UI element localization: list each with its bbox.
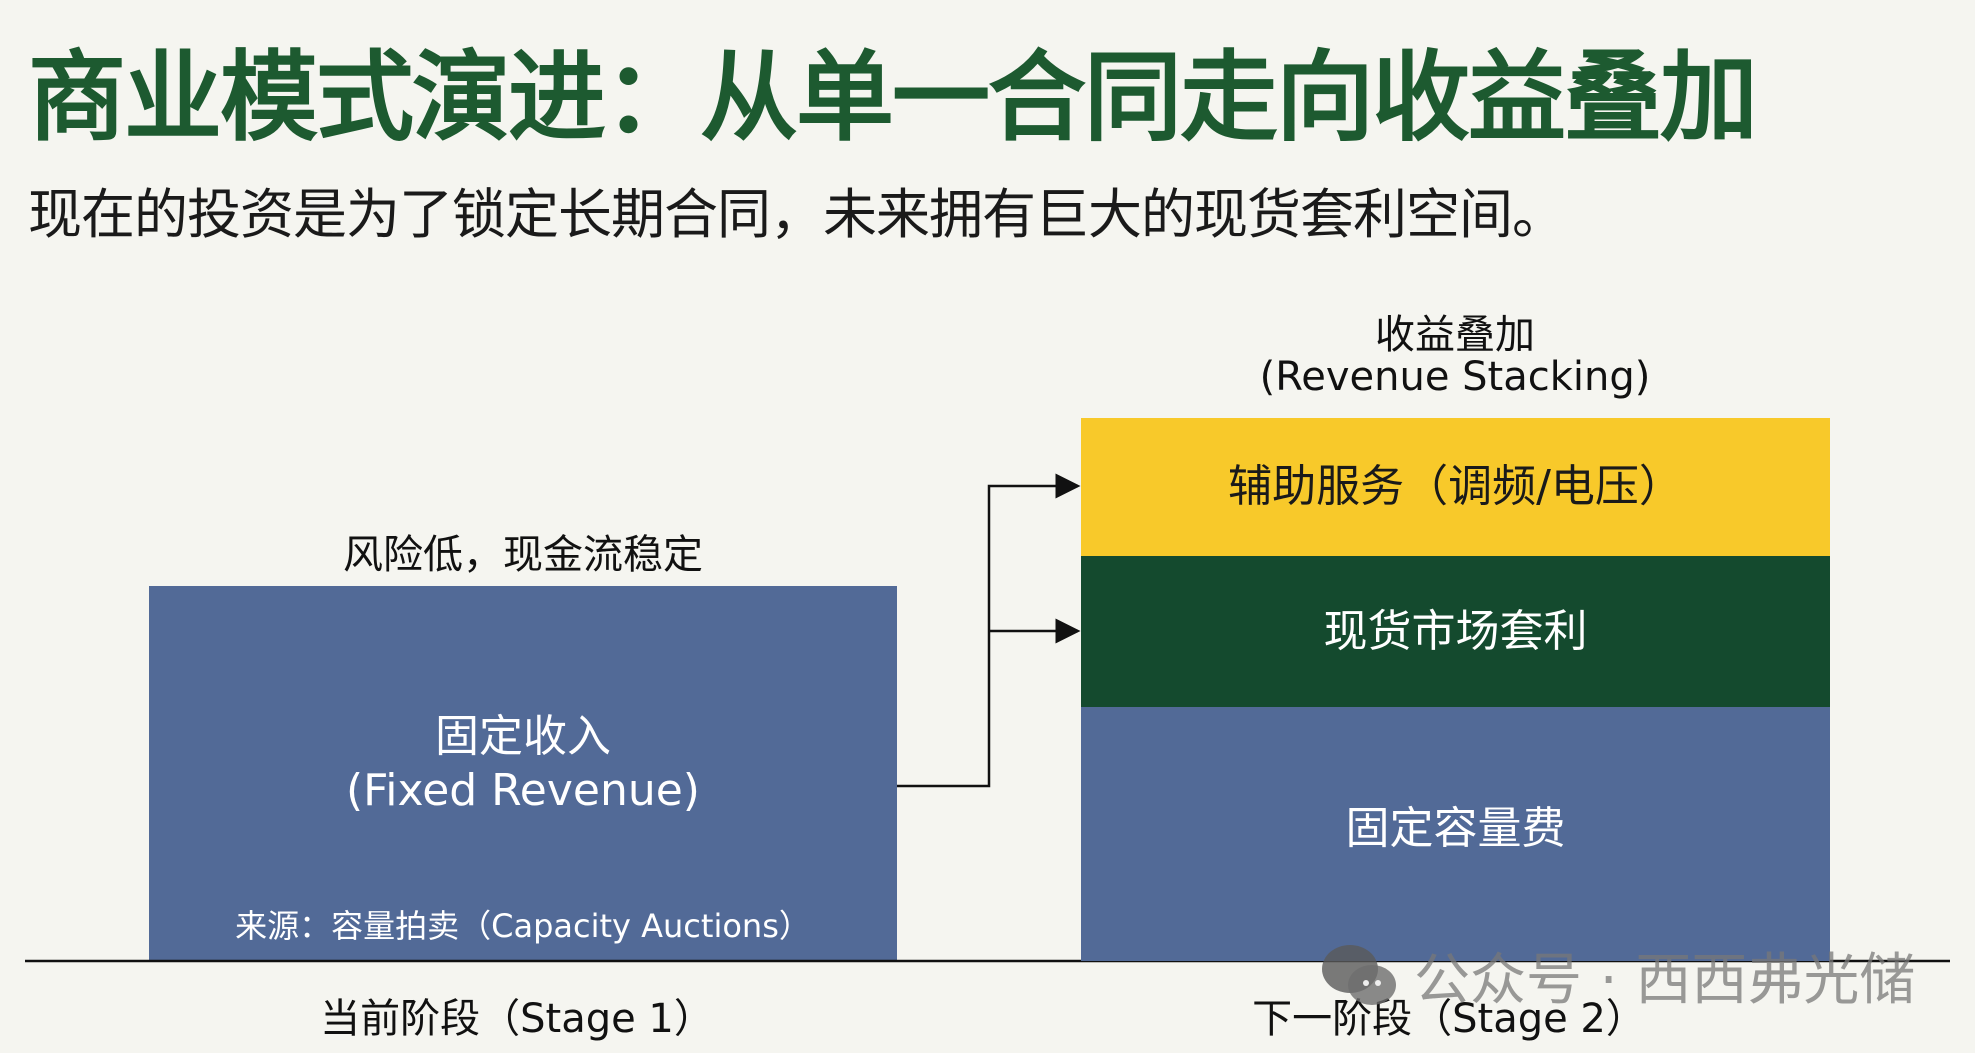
layer-fixed-capacity-fee: 固定容量费 [1081, 707, 1830, 961]
fixed-revenue-title: 固定收入 [435, 710, 611, 762]
stage2-heading: 收益叠加 [1375, 312, 1535, 358]
layer-ancillary-services: 辅助服务（调频/电压） [1081, 418, 1830, 556]
layer-label: 辅助服务（调频/电压） [1228, 461, 1683, 512]
stage2-heading-en: (Revenue Stacking) [1259, 354, 1651, 400]
stage1-note: 风险低，现金流稳定 [343, 532, 703, 578]
page-subtitle: 现在的投资是为了锁定长期合同，未来拥有巨大的现货套利空间。 [28, 183, 1566, 246]
layer-label: 固定容量费 [1345, 803, 1566, 854]
arrow-to-ancillary [897, 473, 1081, 788]
page-title: 商业模式演进：从单一合同走向收益叠加 [28, 41, 1758, 155]
fixed-revenue-box: 固定收入 (Fixed Revenue) 来源：容量拍卖（Capacity Au… [149, 586, 897, 961]
fixed-revenue-title-en: (Fixed Revenue) [346, 764, 700, 816]
layer-spot-arbitrage: 现货市场套利 [1081, 556, 1830, 707]
stage2-label: 下一阶段（Stage 2） [1252, 996, 1646, 1042]
watermark-text: 公众号 · 西西弗光储 [1414, 948, 1916, 1013]
stage1-label: 当前阶段（Stage 1） [320, 996, 714, 1042]
layer-label: 现货市场套利 [1323, 605, 1588, 657]
revenue-source: 来源：容量拍卖（Capacity Auctions） [235, 907, 811, 945]
wechat-icon [1322, 944, 1396, 1005]
watermark: 公众号 · 西西弗光储 [1320, 935, 1915, 1016]
